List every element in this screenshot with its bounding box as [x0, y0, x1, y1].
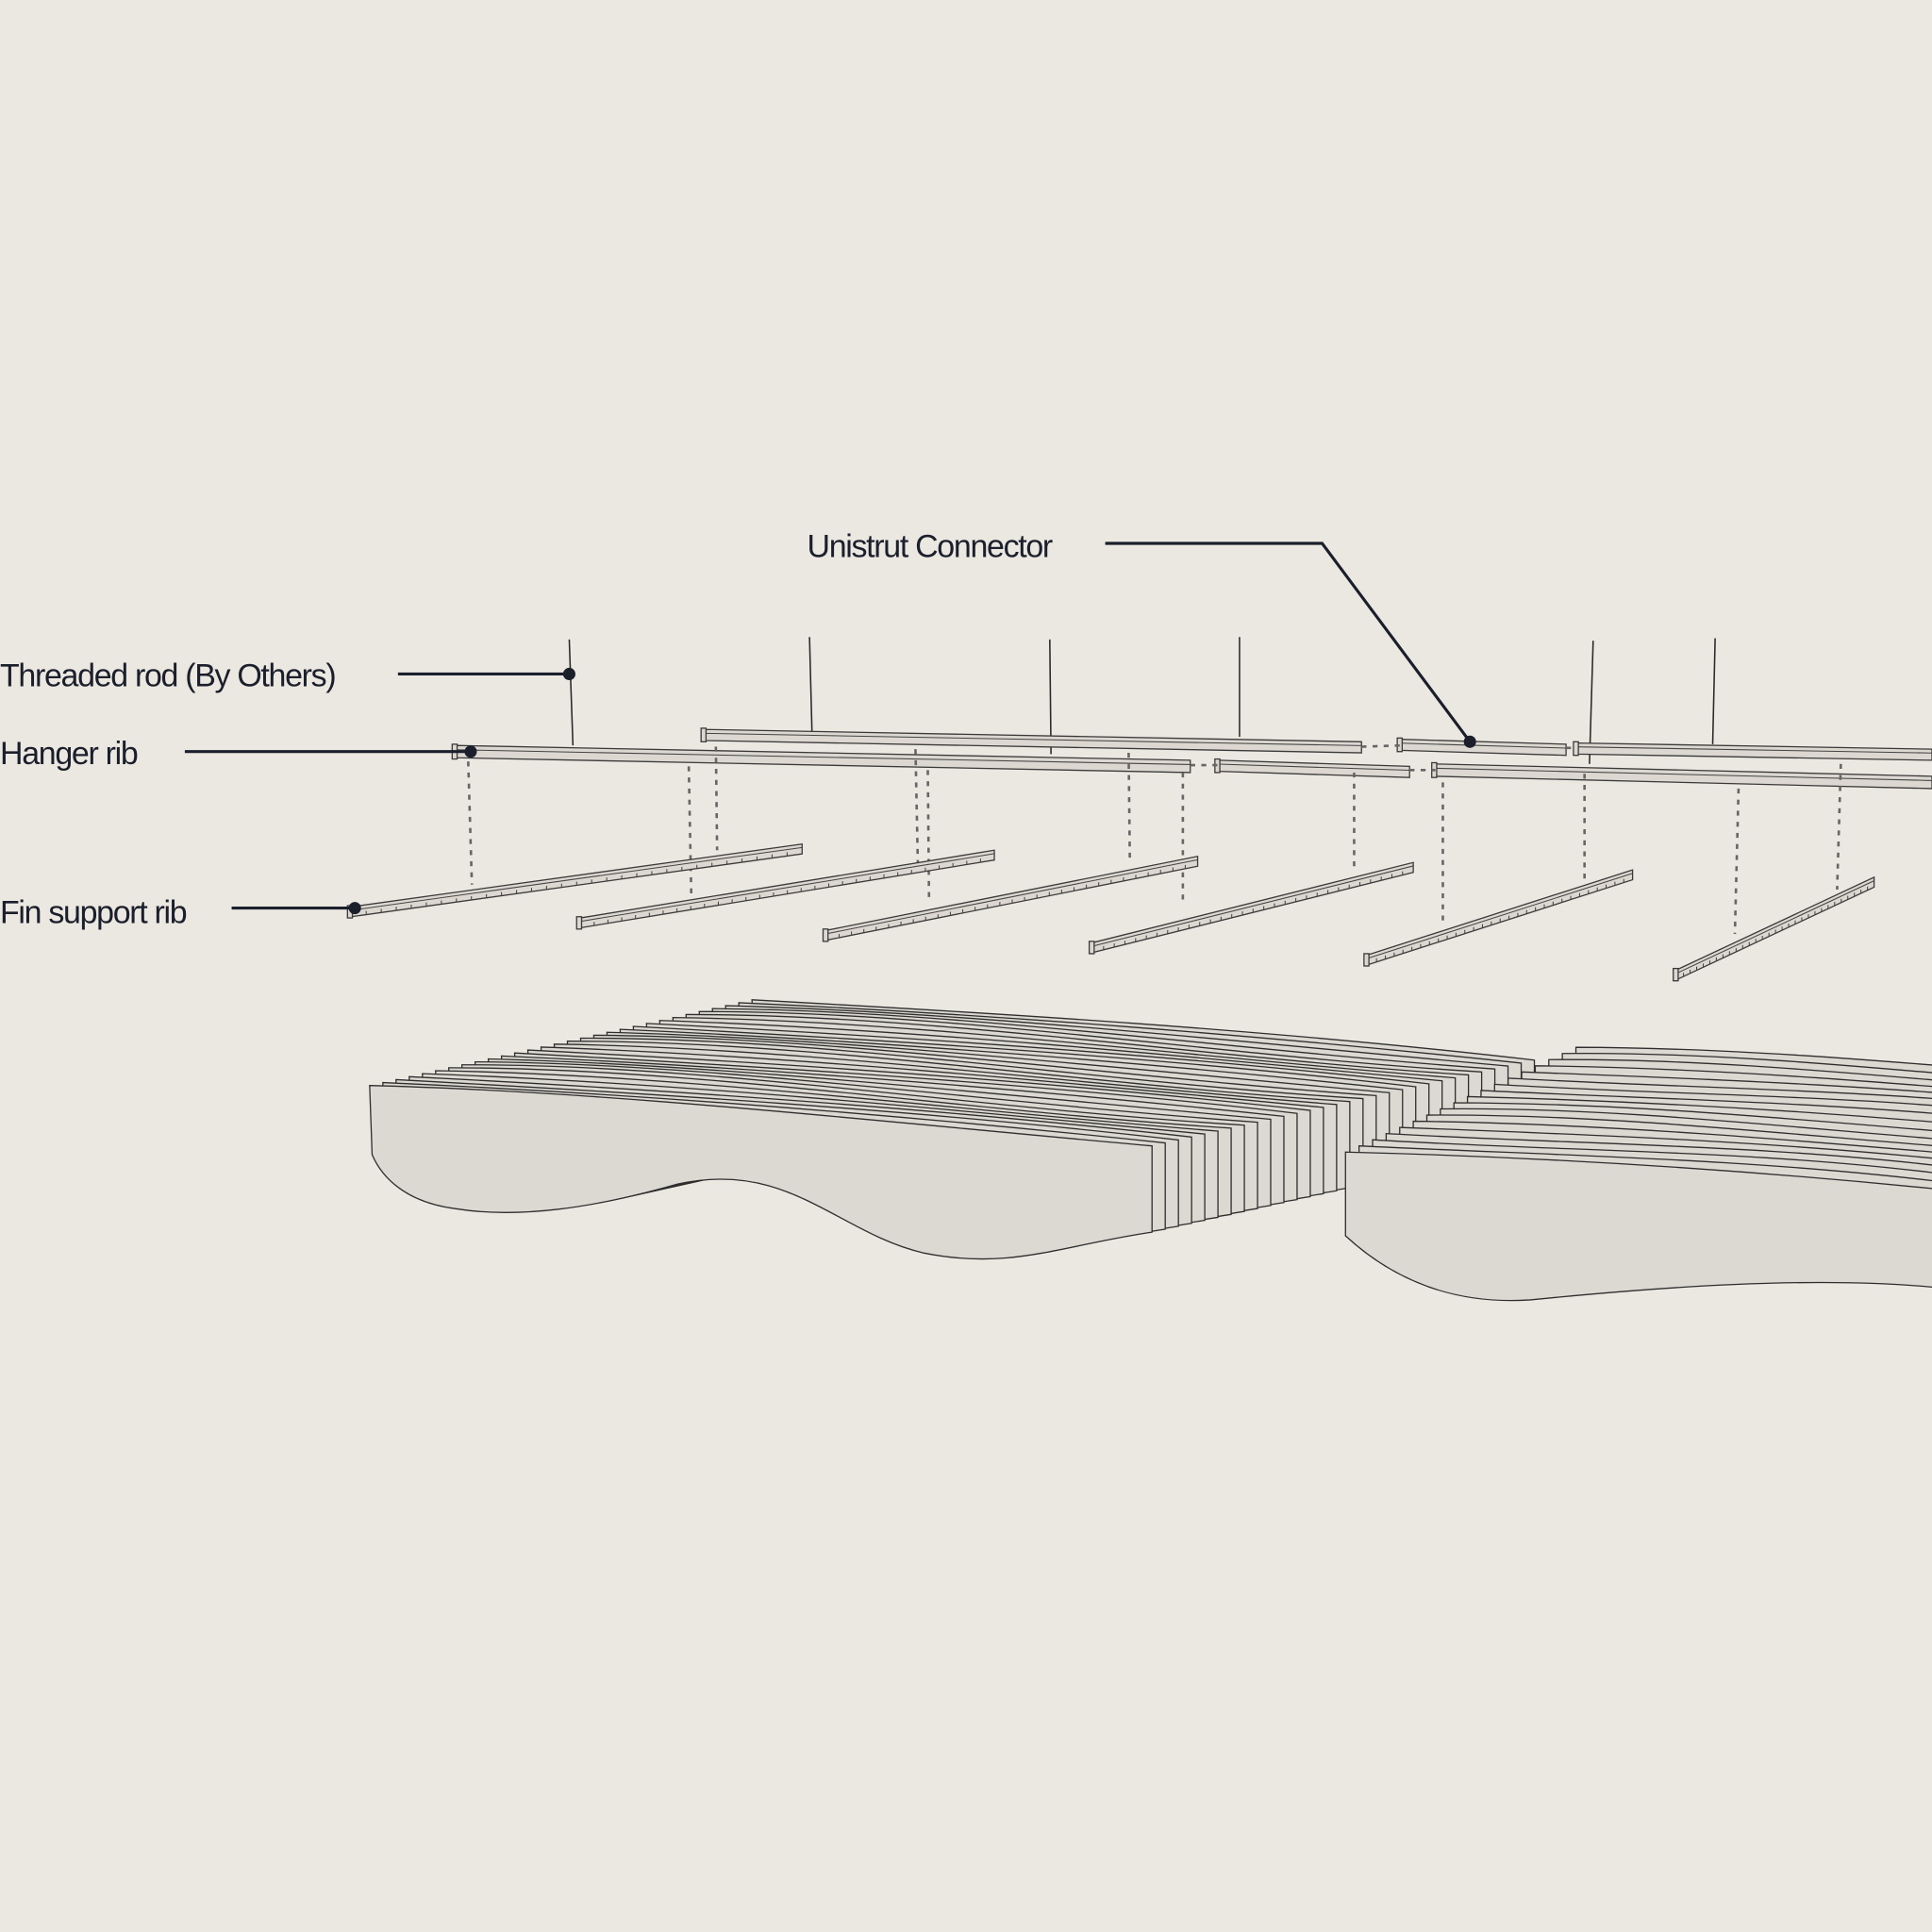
- fin-support-rib-edge: [1676, 880, 1874, 974]
- fin-support-rib: [1675, 875, 1875, 981]
- label-unistrut-connector: Unistrut Connector: [808, 528, 1053, 564]
- alignment-dash: [1733, 788, 1740, 935]
- leader-line: [1105, 541, 1472, 743]
- leader-dot: [562, 667, 575, 680]
- alignment-dashes: [467, 746, 1842, 935]
- fin-support-rib-end-cap: [1363, 953, 1370, 967]
- fin-support-rib-edge: [580, 853, 995, 923]
- callout-threaded-rod: Threaded rod (By Others): [0, 658, 575, 694]
- fin-support-rib-edge: [351, 846, 803, 911]
- hanger-rib-edge: [1576, 746, 1932, 754]
- fin-support-rib-edge: [826, 858, 1198, 935]
- threaded-rod: [568, 639, 575, 746]
- hanger-rib: [704, 728, 1362, 754]
- leader-dot: [464, 745, 477, 758]
- label-threaded-rod: Threaded rod (By Others): [0, 658, 335, 694]
- fin: [369, 1085, 1153, 1260]
- alignment-dash: [914, 749, 920, 869]
- hanger-ribs: [451, 727, 1932, 790]
- alignment-dash: [926, 770, 931, 900]
- fin-stacks: [369, 999, 1932, 1302]
- fin-support-rib-edge: [1092, 865, 1414, 947]
- fin-support-rib-end-cap: [1088, 941, 1095, 955]
- alignment-dash: [714, 746, 719, 851]
- hanger-rib: [1434, 763, 1932, 790]
- threaded-rod: [1711, 638, 1716, 744]
- hanger-rib-edge: [1435, 767, 1932, 781]
- fin-support-rib-end-cap: [1673, 967, 1679, 982]
- threaded-rod: [1049, 639, 1052, 755]
- fin-support-ribs: [346, 842, 1875, 982]
- hanger-rib-edge: [1218, 763, 1410, 772]
- alignment-dash: [1127, 753, 1132, 863]
- hanger-rib-edge: [705, 732, 1362, 746]
- callout-unistrut-connector: Unistrut Connector: [808, 528, 1476, 748]
- hanger-rib-end-cap: [700, 727, 708, 742]
- fin-support-rib-end-cap: [822, 928, 829, 942]
- connector-gap-dash: [1361, 743, 1402, 748]
- unistrut-connector-edge: [1401, 742, 1567, 749]
- fin-support-rib-end-cap: [575, 916, 583, 930]
- callout-hanger-rib: Hanger rib: [0, 736, 477, 772]
- hanger-rib-end-cap: [1573, 741, 1579, 757]
- alignment-dash: [687, 766, 693, 893]
- threaded-rods: [568, 637, 1716, 764]
- fin: [1344, 1151, 1932, 1302]
- leader-dot: [348, 902, 361, 915]
- alignment-dash: [467, 761, 474, 885]
- hanger-rib: [455, 744, 1191, 774]
- callout-fin-support-rib: Fin support rib: [0, 894, 361, 930]
- hanger-rib-edge: [456, 749, 1191, 765]
- label-fin-support-rib: Fin support rib: [0, 894, 187, 930]
- fin-support-rib: [1367, 869, 1634, 966]
- leader-dot: [1463, 735, 1476, 748]
- threaded-rod: [808, 637, 813, 732]
- fin-support-rib: [350, 842, 803, 918]
- label-hanger-rib: Hanger rib: [0, 736, 138, 772]
- fin-support-rib-edge: [1367, 873, 1633, 959]
